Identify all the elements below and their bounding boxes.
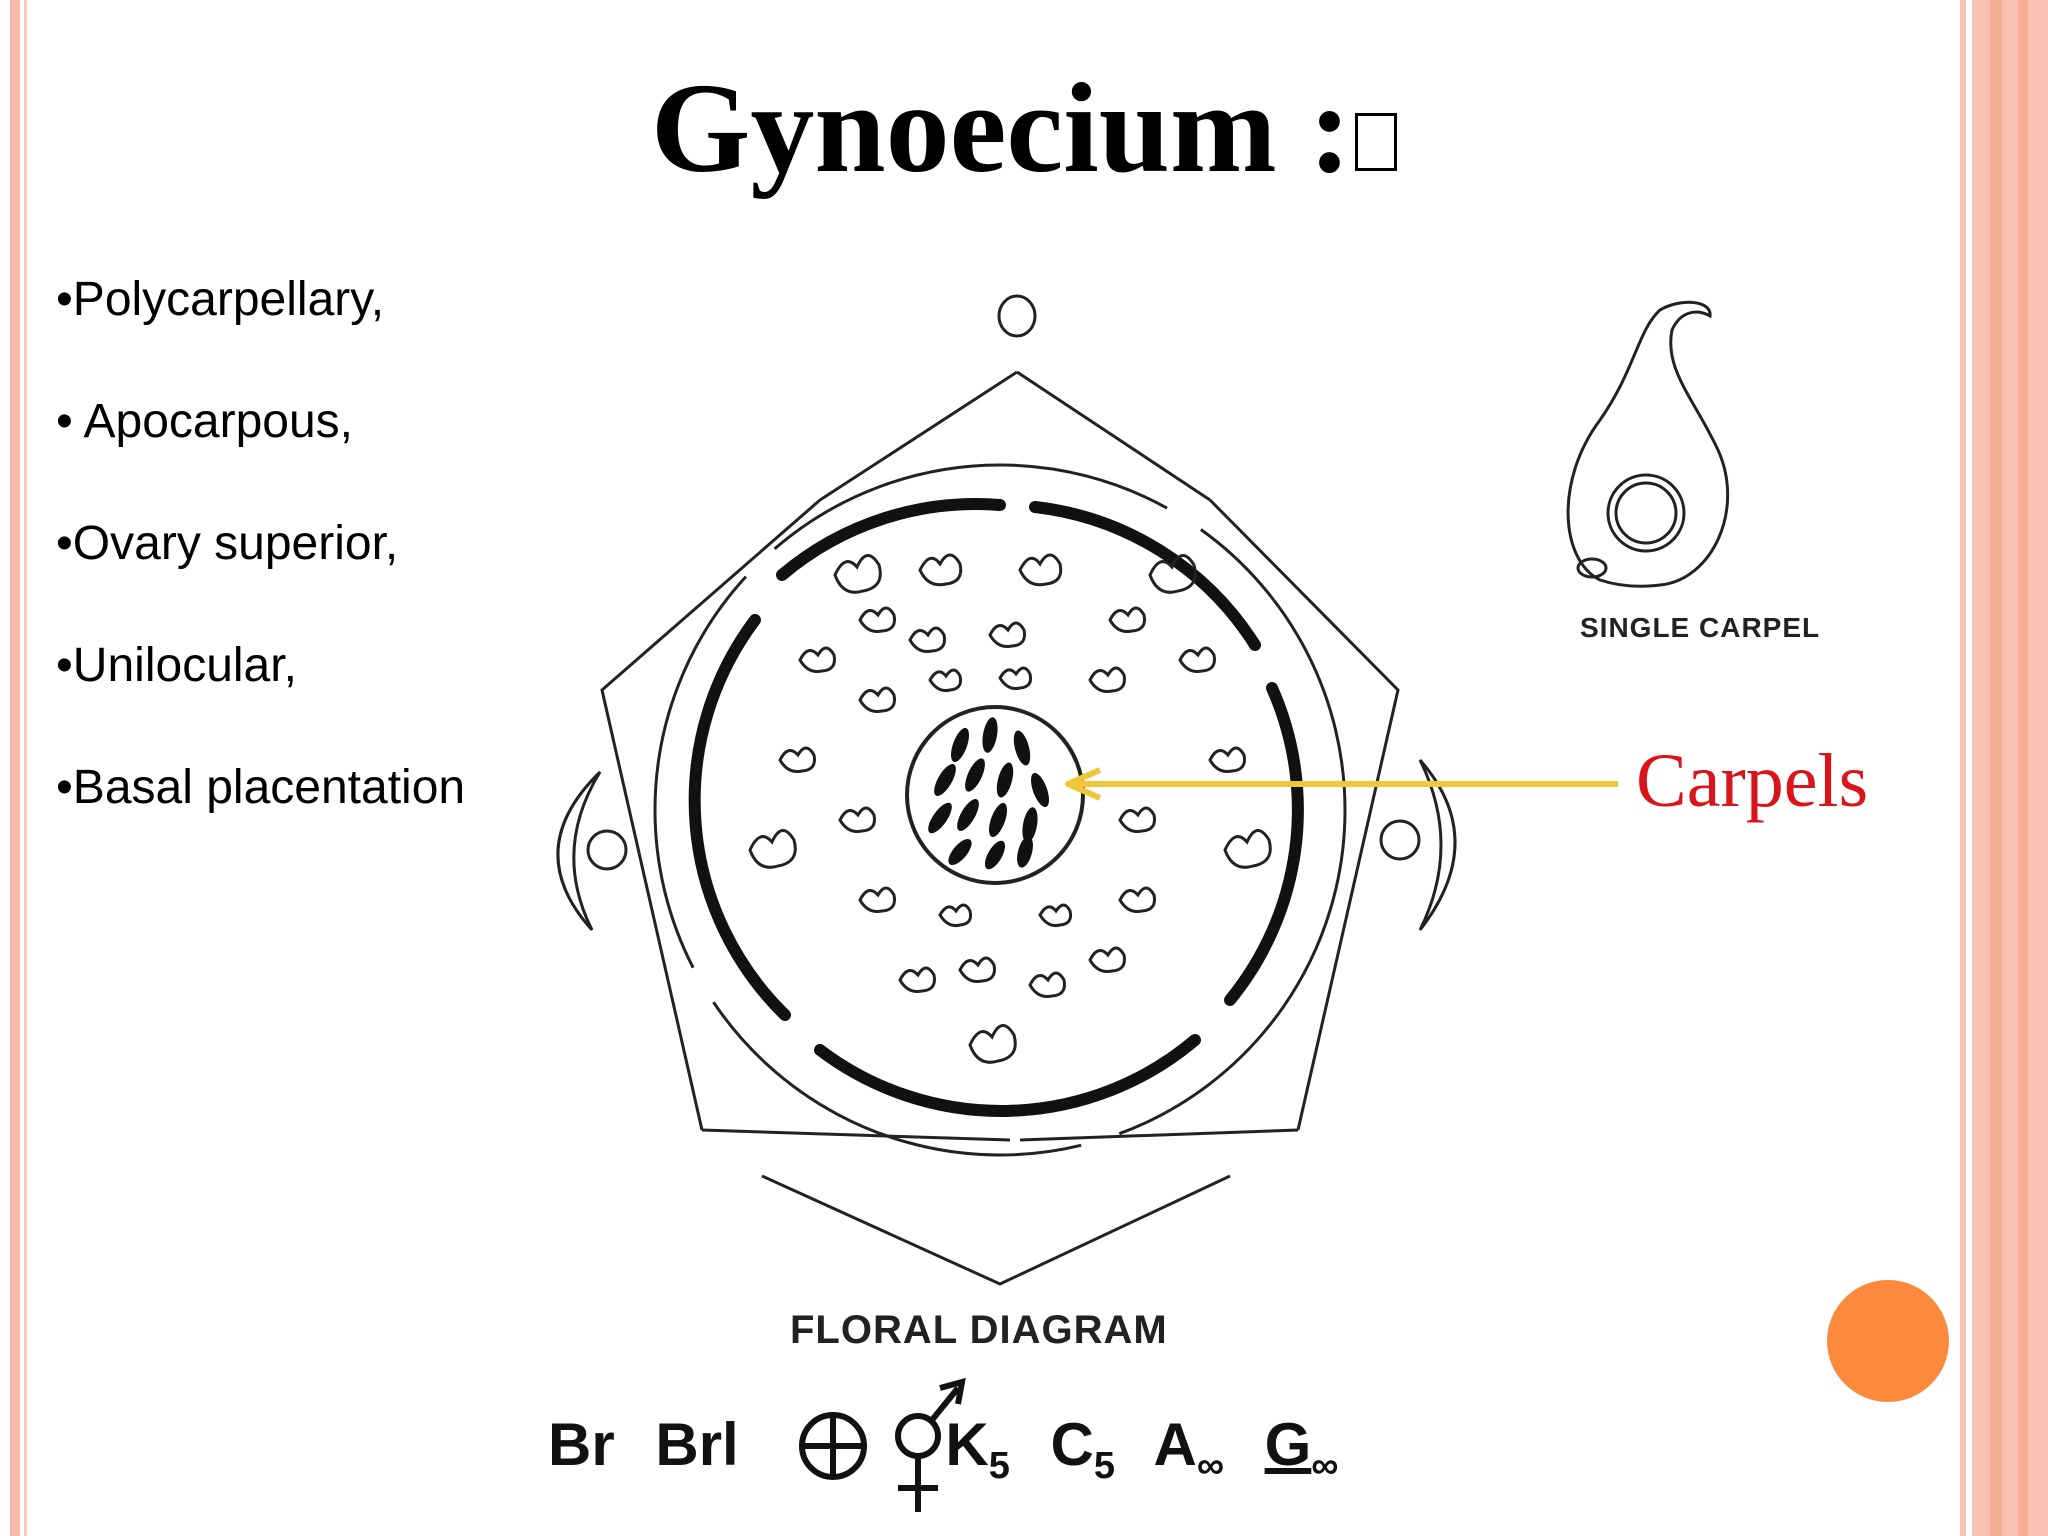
carpels-label: Carpels bbox=[1636, 739, 1869, 823]
slide-title: Gynoecium : bbox=[0, 58, 2048, 199]
frame-left-line bbox=[24, 0, 27, 1536]
bisexual-symbol bbox=[895, 1377, 966, 1512]
formula-br: Br bbox=[548, 1411, 615, 1478]
bract-circle-top bbox=[997, 294, 1037, 338]
frame-right-line bbox=[1960, 0, 1966, 1536]
formula-brl: Brl bbox=[655, 1411, 739, 1478]
formula-a: A∞ bbox=[1153, 1411, 1223, 1487]
frame-right-stripe bbox=[1990, 0, 2002, 1536]
bullet-list: •Polycarpellary, • Apocarpous, •Ovary su… bbox=[56, 270, 465, 880]
single-carpel-caption: SINGLE CARPEL bbox=[1580, 612, 1821, 643]
bullet-item: •Basal placentation bbox=[56, 761, 466, 814]
formula-c-letter: C bbox=[1050, 1411, 1094, 1478]
missing-glyph-box bbox=[1355, 113, 1398, 171]
calyx-pentagon bbox=[600, 370, 1400, 1142]
bracteole-circle-right bbox=[1379, 819, 1421, 861]
formula-k: K5 bbox=[945, 1411, 1009, 1487]
floral-formula: Br Brl K5 C5 A∞ G∞ bbox=[548, 1410, 1362, 1488]
bracteole-circle-left bbox=[586, 829, 628, 871]
corolla-thick-arcs bbox=[688, 498, 1304, 1117]
formula-g: G∞ bbox=[1264, 1411, 1339, 1487]
frame-left-border bbox=[10, 0, 20, 1536]
formula-k-letter: K bbox=[945, 1411, 989, 1478]
carpels-group bbox=[928, 717, 1050, 870]
formula-c: C5 bbox=[1050, 1411, 1115, 1487]
bracteole-crescent-right bbox=[1418, 759, 1457, 931]
actinomorphic-symbol bbox=[799, 1412, 867, 1480]
carpels-arrow-head bbox=[1065, 767, 1102, 801]
formula-c-sub: 5 bbox=[1093, 1445, 1116, 1487]
formula-a-sub: ∞ bbox=[1196, 1445, 1224, 1487]
bullet-item: • Apocarpous, bbox=[56, 395, 353, 448]
bracteole-crescent-left bbox=[556, 770, 602, 932]
bullet-item: •Unilocular, bbox=[56, 639, 297, 692]
formula-a-letter: A bbox=[1153, 1411, 1197, 1478]
corolla-outer-circle bbox=[653, 463, 1347, 1157]
bract-bottom bbox=[761, 1174, 1231, 1286]
bullet-item: •Polycarpellary, bbox=[56, 273, 385, 326]
frame-right-band bbox=[1972, 0, 2048, 1536]
formula-k-sub: 5 bbox=[988, 1445, 1010, 1487]
formula-g-sub: ∞ bbox=[1311, 1445, 1339, 1487]
floral-diagram-caption: FLORAL DIAGRAM bbox=[790, 1308, 1168, 1352]
gynoecium-circle bbox=[905, 705, 1085, 885]
single-carpel-drawing bbox=[1566, 300, 1729, 588]
formula-g-letter: G bbox=[1264, 1411, 1312, 1478]
androecium-stamens bbox=[748, 553, 1272, 1064]
bullet-item: •Ovary superior, bbox=[56, 517, 399, 570]
slide-title-text: Gynoecium : bbox=[650, 57, 1352, 199]
orange-accent-circle bbox=[1827, 1280, 1949, 1402]
frame-right-stripe-2 bbox=[2018, 0, 2028, 1536]
